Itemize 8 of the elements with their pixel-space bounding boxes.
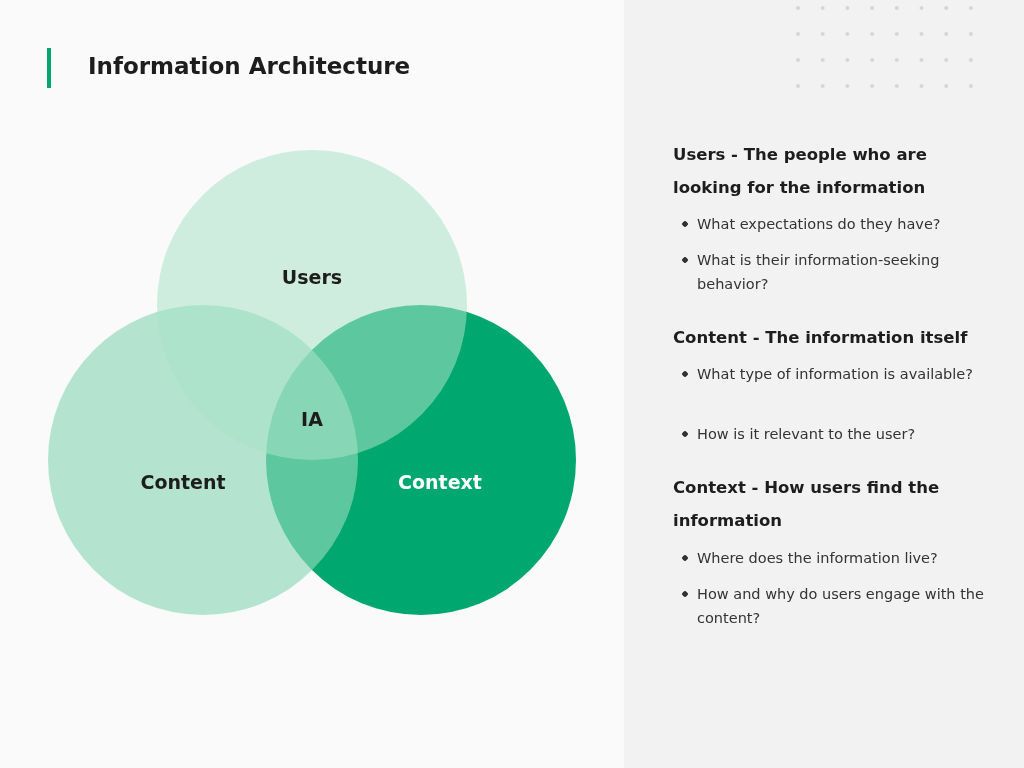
intersection-label: IA — [301, 408, 323, 430]
circle-label: Users — [281, 266, 343, 288]
title: Information Architecture — [88, 53, 411, 79]
section-heading: Context - How users find the information — [673, 477, 941, 532]
circle-label: Context — [398, 471, 482, 493]
section-heading: Content - The information itself — [673, 327, 969, 349]
section-heading: Users - The people who are looking for the information — [673, 144, 928, 199]
circle-label: Content — [140, 471, 226, 493]
